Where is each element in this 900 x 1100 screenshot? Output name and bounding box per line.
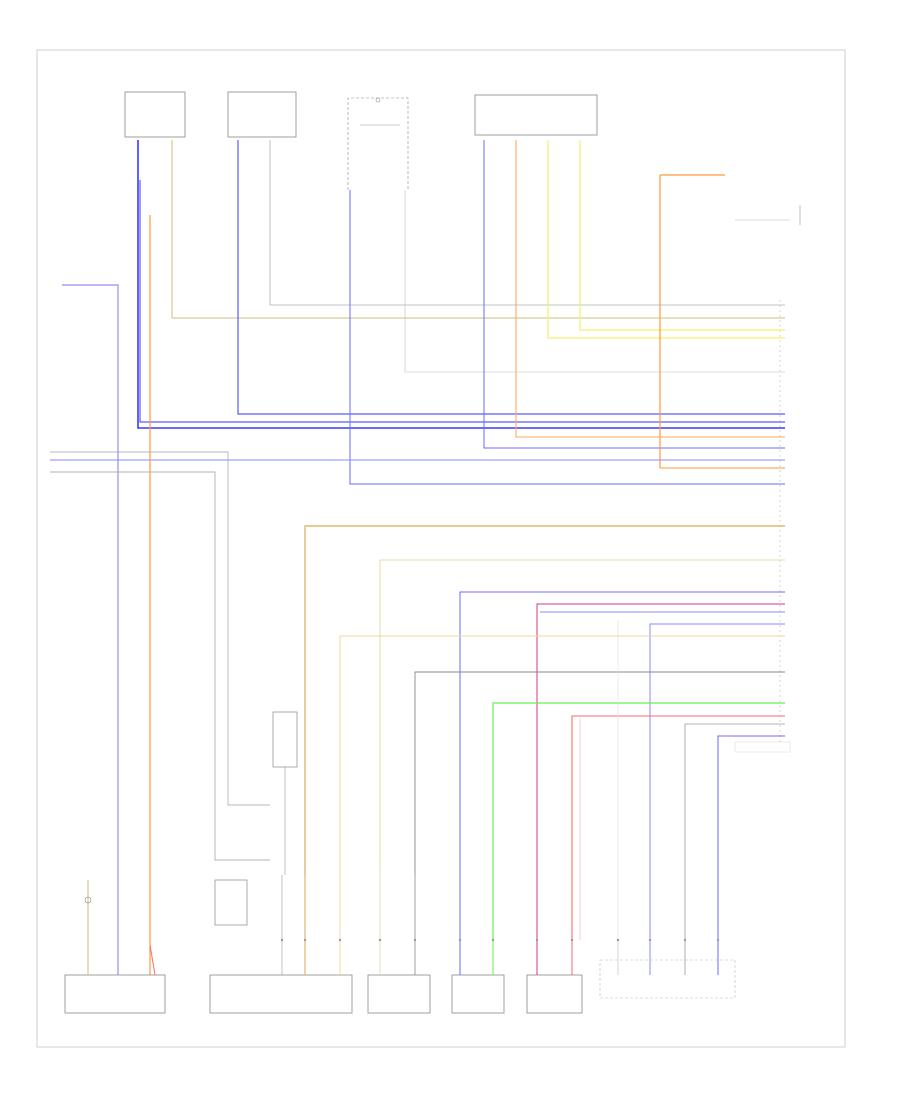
upper-right-device: [735, 205, 801, 225]
top-module-2: [227, 91, 297, 138]
top-module-1: [124, 91, 186, 138]
wire-gray-3: [414, 671, 785, 875]
bottom-module-6: [599, 940, 736, 999]
bottom-module-3: [367, 875, 431, 1014]
wire-tan-2: [379, 559, 785, 875]
diagram-border: [36, 49, 846, 1048]
bottom-module-5: [526, 940, 583, 1014]
wire-blue-9: [717, 735, 785, 940]
wire-magenta: [536, 603, 785, 940]
wire-blue-8: [649, 623, 785, 940]
wire-gray-1: [269, 140, 785, 306]
relay-box: [214, 879, 248, 926]
wire-olive-1: [171, 140, 785, 319]
right-connector: [734, 300, 791, 753]
wire-gray-left-2: [50, 471, 270, 861]
wire-green: [492, 702, 785, 940]
wire-blue-5: [349, 190, 785, 485]
center-sensor: [272, 711, 298, 875]
wire-gray-left-1: [50, 451, 270, 806]
wire-tan-1: [304, 525, 785, 875]
wire-red: [571, 715, 785, 940]
bottom-module-1: [64, 880, 166, 1014]
top-module-4: [474, 94, 598, 136]
wire-blue-3: [139, 180, 785, 423]
bottom-module-2: [209, 875, 353, 1014]
wire-yellow-2: [579, 140, 785, 331]
top-switch: [347, 97, 409, 190]
bottom-module-4: [451, 940, 505, 1014]
wire-violet: [62, 284, 119, 975]
wire-tan-3: [339, 635, 785, 875]
wire-gray-4: [684, 723, 785, 940]
wire-blue-6: [459, 591, 785, 940]
wire-yellow-1: [547, 140, 785, 339]
terminal-markers: [280, 938, 720, 942]
wire-gray-2: [404, 190, 785, 373]
wire-orange-2: [515, 140, 785, 438]
wire-blue-4: [483, 140, 785, 449]
wire-blue-1: [237, 140, 785, 415]
wire-red-short: [149, 944, 156, 976]
wire-blue-2: [137, 140, 785, 429]
